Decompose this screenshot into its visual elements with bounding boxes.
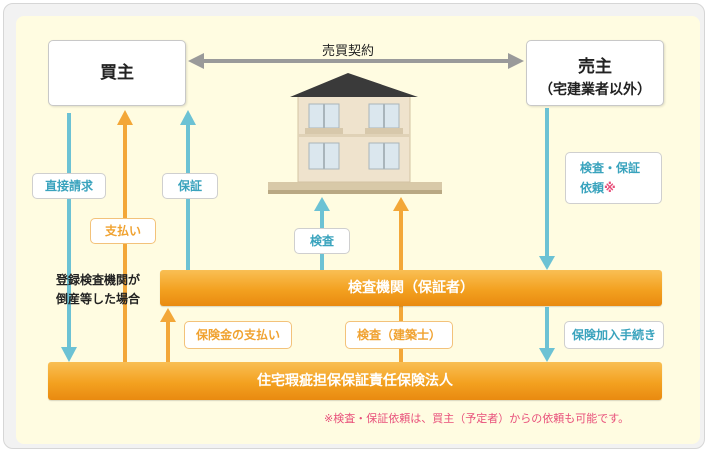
buyer-box: 買主 (48, 40, 186, 106)
insurer-bar: 住宅瑕疵担保保証責任保険法人 (48, 362, 662, 400)
seller-label: 売主 (578, 57, 612, 77)
inspection-body-bar: 検査機関（保証者） (160, 270, 662, 306)
contract-arrow (188, 53, 524, 69)
bankruptcy-line2: 倒産等した場合 (55, 292, 140, 306)
request-tag-mark: ※ (604, 181, 616, 195)
seller-box: 売主 （宅建業者以外） (526, 40, 664, 106)
footnote: ※検査・保証依頼は、買主（予定者）からの依頼も可能です。 (324, 412, 630, 425)
seller-sub-label: （宅建業者以外） (539, 82, 651, 98)
request-tag: 検査・保証 依頼※ (565, 152, 662, 204)
request-tag-line2: 依頼 (580, 181, 605, 195)
claim-payment-arrow (160, 308, 176, 362)
insurance-procedure-tag: 保険加入手続き (564, 321, 664, 349)
insurance-procedure-arrow (539, 307, 555, 362)
bankruptcy-note: 登録検査機関が 倒産等した場合 (46, 271, 150, 309)
guarantee-tag: 保証 (162, 173, 218, 199)
contract-label: 売買契約 (322, 44, 375, 59)
direct-claim-arrow (61, 113, 77, 362)
bankruptcy-line1: 登録検査機関が (55, 273, 140, 287)
payment-tag: 支払い (90, 218, 156, 244)
buyer-label: 買主 (100, 63, 134, 83)
house-illustration (268, 73, 442, 194)
direct-claim-tag: 直接請求 (32, 173, 106, 199)
request-tag-line1: 検査・保証 (580, 161, 641, 175)
request-arrow (539, 108, 555, 270)
inspection-architect-tag: 検査（建築士） (345, 321, 453, 349)
inspection-tag: 検査 (294, 228, 350, 254)
claim-payment-tag: 保険金の支払い (184, 321, 292, 349)
